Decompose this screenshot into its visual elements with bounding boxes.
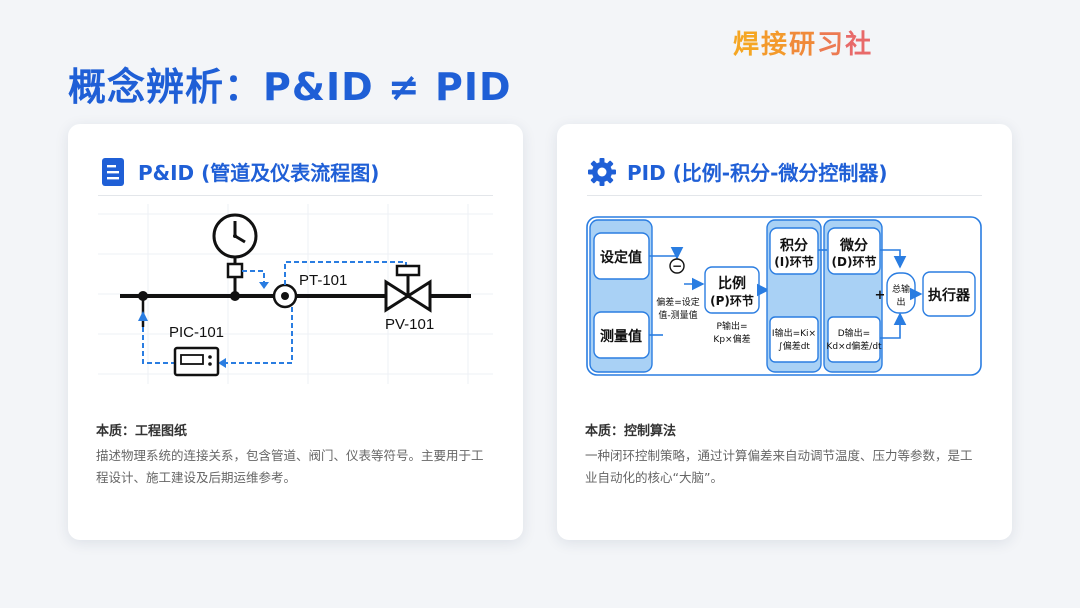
d-title-1: 微分 — [839, 237, 868, 254]
formula-to-total — [880, 312, 907, 339]
p-title-2: (P)环节 — [710, 293, 754, 308]
error-formula-2: 值-测量值 — [658, 309, 697, 321]
controller-device-icon — [173, 346, 220, 377]
p-title-1: 比例 — [718, 275, 746, 292]
measured-label: 测量值 — [600, 328, 642, 345]
controller-input-line — [142, 327, 174, 364]
pv-label: PV-101 — [385, 316, 434, 333]
d-to-total — [880, 249, 907, 269]
sum-minus-sign: − — [672, 259, 682, 273]
i-formula-1: I输出=Ki× — [772, 327, 816, 339]
pressure-gauge-icon — [212, 213, 258, 296]
pressure-transmitter-icon — [272, 283, 298, 309]
control-valve-icon — [384, 264, 432, 313]
controller-card: PID (比例-积分-微分控制器) 设定值 测量值 − 偏差=设定 值-测量值 … — [557, 124, 1012, 540]
controller-card-title: PID (比例-积分-微分控制器) — [627, 161, 888, 185]
actuator-label: 执行器 — [928, 287, 971, 304]
d-formula-block — [827, 316, 881, 363]
i-formula-2: ∫偏差dt — [778, 340, 810, 352]
d-title-2: (D)环节 — [832, 254, 877, 269]
sum-plus-sign: + — [875, 288, 886, 303]
controller-description: 一种闭环控制策略，通过计算偏差来自动调节温度、压力等参数，是工业自动化的核心“大… — [585, 448, 973, 485]
brand-logo: 焊接研习社 — [733, 24, 873, 61]
p-formula-1: P输出= — [717, 320, 748, 332]
pid-diagram: PT-101 PIC-101 PV-101 — [98, 204, 493, 384]
brand-char: 接 — [761, 30, 790, 60]
setpoint-label: 设定值 — [600, 249, 642, 266]
controller-card-header: PID (比例-积分-微分控制器) — [587, 148, 982, 196]
brand-char: 焊 — [733, 30, 762, 60]
pid-card: P&ID (管道及仪表流程图) — [68, 124, 523, 540]
controller-essence: 本质：控制算法 — [585, 424, 677, 439]
total-label-1: 总输 — [892, 283, 910, 295]
pid-card-header: P&ID (管道及仪表流程图) — [98, 148, 493, 196]
d-block — [827, 227, 881, 275]
total-label-2: 出 — [896, 296, 905, 308]
pid-card-title: P&ID (管道及仪表流程图) — [138, 161, 380, 185]
page-title: 概念辨析：P&ID ≠ PID — [68, 65, 512, 109]
i-title-2: (I)环节 — [774, 254, 813, 269]
d-formula-2: Kd×d偏差/dt — [826, 340, 882, 352]
brand-char: 习 — [817, 30, 846, 60]
i-title-1: 积分 — [780, 237, 808, 254]
gear-icon — [587, 157, 617, 187]
setpoint-to-sum — [649, 246, 684, 260]
brand-char: 社 — [845, 30, 874, 60]
i-block — [769, 227, 819, 275]
d-formula-1: D输出= — [838, 327, 870, 339]
pic-label: PIC-101 — [169, 324, 224, 341]
pt-label: PT-101 — [299, 272, 347, 289]
actuator-block — [922, 271, 976, 317]
summing-junction — [669, 258, 685, 274]
controller-block-diagram: 设定值 测量值 − 偏差=设定 值-测量值 比例 (P)环节 P输出= Kp×偏… — [586, 216, 982, 376]
error-formula-1: 偏差=设定 — [656, 296, 700, 308]
controller-feedback-line — [225, 307, 293, 364]
i-formula-block — [769, 316, 819, 363]
p-formula-2: Kp×偏差 — [713, 333, 750, 345]
pid-description: 描述物理系统的连接关系，包含管道、阀门、仪表等符号。主要用于工程设计、施工建设及… — [96, 448, 484, 485]
pid-essence: 本质：工程图纸 — [96, 424, 188, 439]
document-icon — [98, 157, 128, 187]
brand-char: 研 — [789, 30, 818, 60]
